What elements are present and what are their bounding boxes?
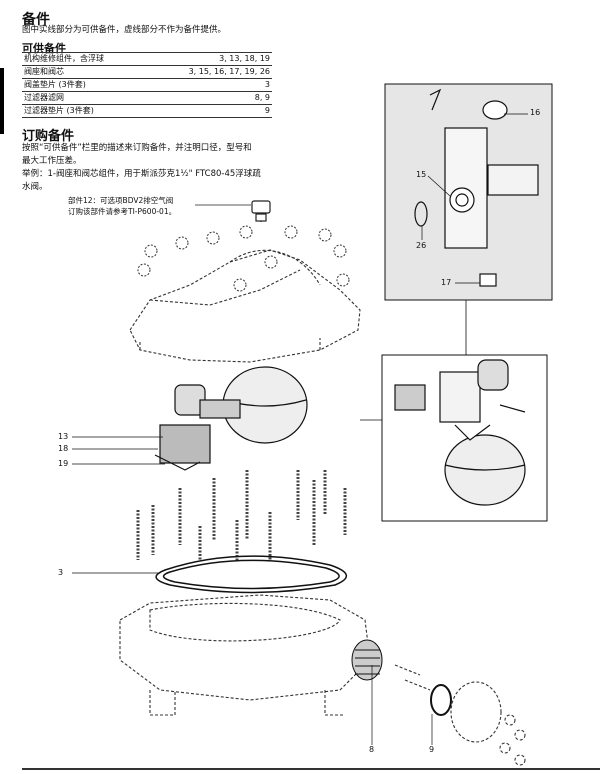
strainer-gasket <box>430 684 452 716</box>
callout-13: 13 <box>58 432 69 441</box>
cover-dashed <box>129 249 361 363</box>
callout-15: 15 <box>416 170 427 179</box>
part-numbers: 3, 13, 18, 19 <box>145 52 272 66</box>
part-name: 阀座和阀芯 <box>22 65 146 79</box>
table-row: 过滤器垫片 (3件套)9 <box>22 104 272 118</box>
part-numbers: 3 <box>145 78 272 92</box>
strainer-cap-dashed <box>394 664 526 766</box>
part-name: 过滤器垫片 (3件套) <box>22 104 146 118</box>
page-edge-marker <box>0 68 4 134</box>
callout-26: 26 <box>416 241 427 250</box>
ordering-text: 按照“可供备件”栏里的描述来订购备件，并注明口径，型号和 最大工作压差。 举例：… <box>22 142 282 194</box>
ordering-line: 水阀。 <box>22 182 48 192</box>
table-row: 阀盖垫片 (3件套)3 <box>22 78 272 92</box>
strainer-screen <box>351 639 383 681</box>
bdv2-air-vent-icon <box>195 200 271 222</box>
callout-leaders <box>72 113 528 745</box>
float-mechanism <box>154 366 308 471</box>
ordering-heading: 订购备件 <box>22 129 75 144</box>
callout-9: 9 <box>429 745 435 754</box>
ordering-line: 最大工作压差。 <box>22 156 82 166</box>
part12-note: 部件12：可选项BDV2排空气阀 订购该部件请参考TI-P600-01。 <box>68 195 176 217</box>
cover-gasket <box>155 555 347 594</box>
part12-note-line: 订购该部件请参考TI-P600-01。 <box>68 207 177 216</box>
cover-bolts-dashed <box>137 225 350 292</box>
spares-heading: 备件 <box>22 12 50 28</box>
bottom-rule <box>22 768 600 770</box>
callout-16: 16 <box>530 108 541 117</box>
available-spares-heading: 可供备件 <box>22 42 66 55</box>
part-numbers: 9 <box>145 104 272 118</box>
spares-note: 图中实线部分为可供备件，虚线部分不作为备件提供。 <box>22 25 227 35</box>
ordering-line: 按照“可供备件”栏里的描述来订购备件，并注明口径，型号和 <box>22 143 252 153</box>
ordering-line: 举例：1-阀座和阀芯组件，用于斯派莎克1½" FTC80-45浮球疏 <box>22 169 261 179</box>
mechanism-detail-icon <box>394 359 526 506</box>
part-name: 机构维修组件，含浮球 <box>22 52 146 66</box>
part-numbers: 3, 15, 16, 17, 19, 26 <box>145 65 272 79</box>
studs-dashed <box>136 470 347 560</box>
callout-3: 3 <box>58 568 64 577</box>
part-name: 阀盖垫片 (3件套) <box>22 78 146 92</box>
callout-19: 19 <box>58 459 69 468</box>
callout-18: 18 <box>58 444 69 453</box>
callout-17: 17 <box>441 278 452 287</box>
body-dashed <box>119 594 371 716</box>
valve-seat-detail-icon <box>414 88 539 287</box>
part-name: 过滤器滤网 <box>22 91 146 105</box>
part12-note-line: 部件12：可选项BDV2排空气阀 <box>68 196 174 205</box>
part-numbers: 8, 9 <box>145 91 272 105</box>
callout-8: 8 <box>369 745 375 754</box>
